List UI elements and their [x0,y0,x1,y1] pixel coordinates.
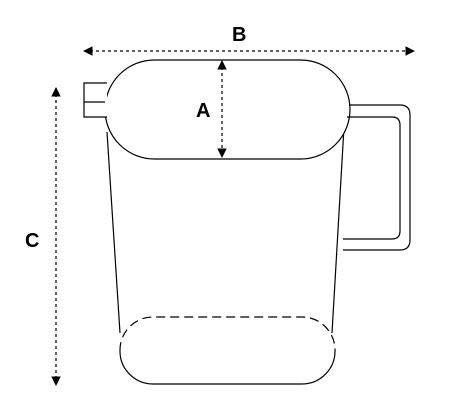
jug-spout [83,82,107,118]
jug-handle-outer [343,104,411,251]
jug-lid-capsule [104,59,351,160]
jug-body-right-side [331,109,346,334]
jug-handle-inner [343,116,401,240]
jug-base-front-edge [119,350,336,385]
dimension-a-label: A [196,100,210,122]
jug-base-back-edge [119,316,336,352]
dimension-b-label: B [232,24,246,46]
jug-body-left-side [106,131,121,334]
dimension-c-label: C [25,230,39,252]
